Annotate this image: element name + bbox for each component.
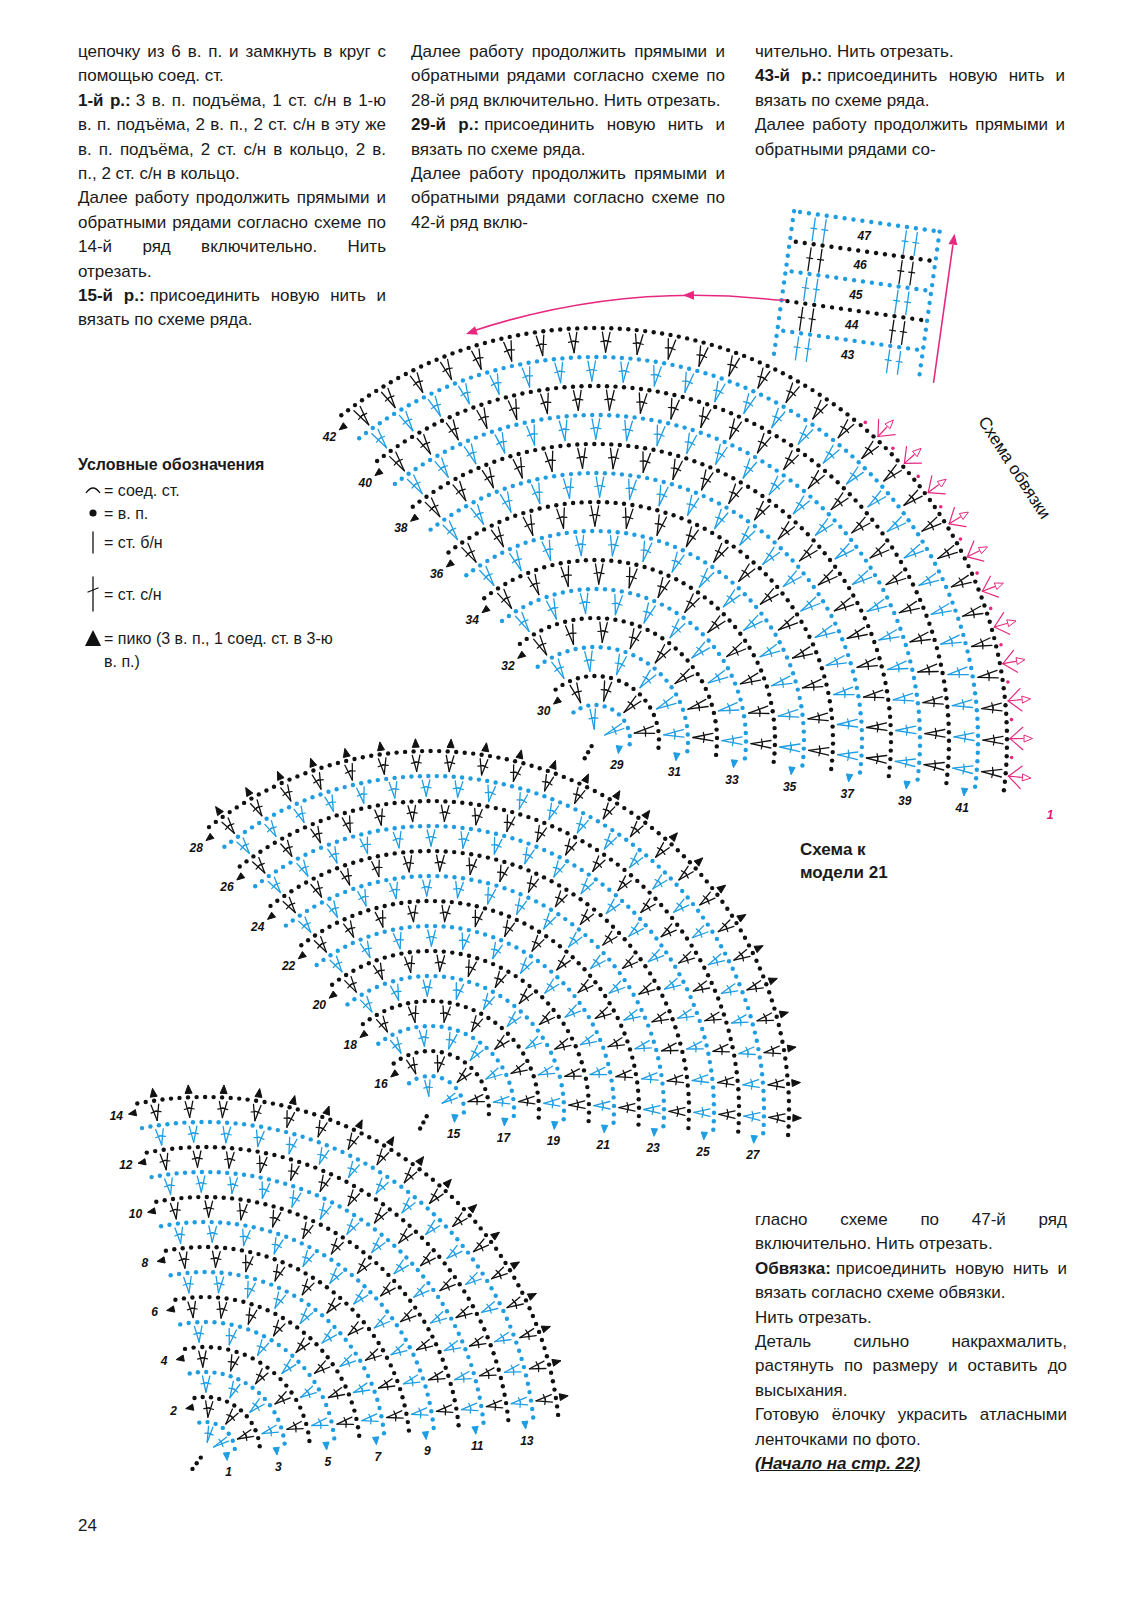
page: {"diagram": {"title": "Схема к модели 21… xyxy=(0,0,1127,1600)
